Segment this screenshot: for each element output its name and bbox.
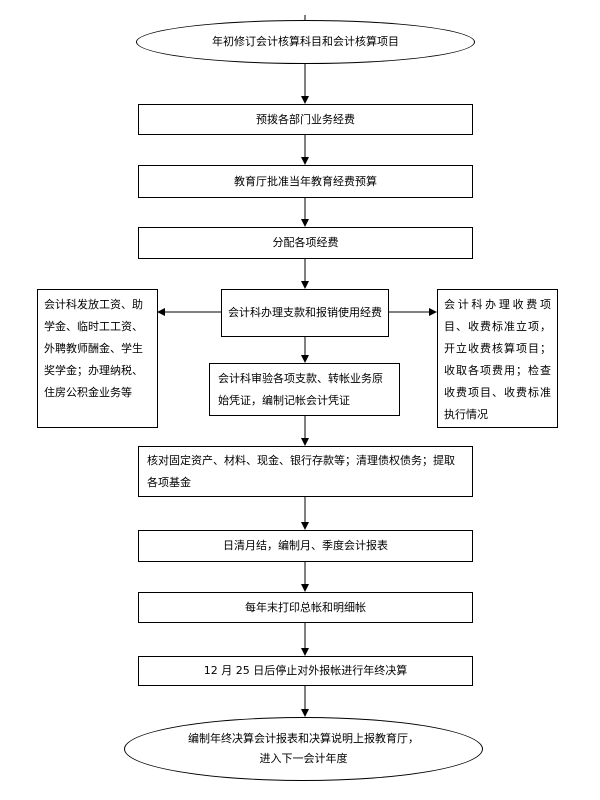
end-node-label: 编制年终决算会计报表和决算说明上报教育厅，进入下一会计年度 bbox=[188, 732, 419, 765]
right-branch-fees-label: 会计科办理收费项目、收费标准立项，开立收费核算项目；收取各项费用；检查收费项目、… bbox=[444, 298, 551, 421]
step-prefund-departments: 预拨各部门业务经费 bbox=[138, 104, 473, 135]
step-prefund-departments-label: 预拨各部门业务经费 bbox=[256, 112, 355, 126]
step-monthly-reports-label: 日清月结，编制月、季度会计报表 bbox=[223, 539, 388, 552]
step-monthly-reports: 日清月结，编制月、季度会计报表 bbox=[138, 530, 473, 562]
step-verify-vouchers: 会计科审验各项支款、转帐业务原始凭证，编制记帐会计凭证 bbox=[209, 363, 400, 416]
start-node: 年初修订会计核算科目和会计核算项目 bbox=[136, 20, 475, 64]
step-payment-reimbursement: 会计科办理支款和报销使用经费 bbox=[221, 289, 389, 337]
step-budget-approval: 教育厅批准当年教育经费预算 bbox=[138, 165, 473, 198]
step-print-ledgers: 每年末打印总帐和明细帐 bbox=[138, 592, 473, 623]
end-node: 编制年终决算会计报表和决算说明上报教育厅，进入下一会计年度 bbox=[124, 717, 483, 781]
right-branch-fees: 会计科办理收费项目、收费标准立项，开立收费核算项目；收取各项费用；检查收费项目、… bbox=[437, 289, 558, 428]
step-reconcile-assets: 核对固定资产、材料、现金、银行存款等；清理债权债务；提取各项基金 bbox=[138, 446, 473, 497]
step-payment-reimbursement-label: 会计科办理支款和报销使用经费 bbox=[228, 306, 382, 319]
left-branch-payroll: 会计科发放工资、助学金、临时工工资、外聘教师酬金、学生奖学金；办理纳税、住房公积… bbox=[37, 289, 158, 428]
step-budget-approval-label: 教育厅批准当年教育经费预算 bbox=[234, 174, 377, 188]
step-print-ledgers-label: 每年末打印总帐和明细帐 bbox=[245, 600, 366, 614]
left-branch-payroll-label: 会计科发放工资、助学金、临时工工资、外聘教师酬金、学生奖学金；办理纳税、住房公积… bbox=[44, 298, 143, 399]
step-allocate-funds: 分配各项经费 bbox=[138, 227, 473, 259]
step-reconcile-assets-label: 核对固定资产、材料、现金、银行存款等；清理债权债务；提取各项基金 bbox=[147, 454, 455, 489]
step-verify-vouchers-label: 会计科审验各项支款、转帐业务原始凭证，编制记帐会计凭证 bbox=[218, 372, 383, 407]
step-year-end-closing: 12 月 25 日后停止对外报帐进行年终决算 bbox=[138, 656, 473, 686]
step-year-end-closing-label: 12 月 25 日后停止对外报帐进行年终决算 bbox=[203, 664, 408, 677]
start-node-label: 年初修订会计核算科目和会计核算项目 bbox=[212, 35, 399, 48]
step-allocate-funds-label: 分配各项经费 bbox=[272, 236, 339, 249]
